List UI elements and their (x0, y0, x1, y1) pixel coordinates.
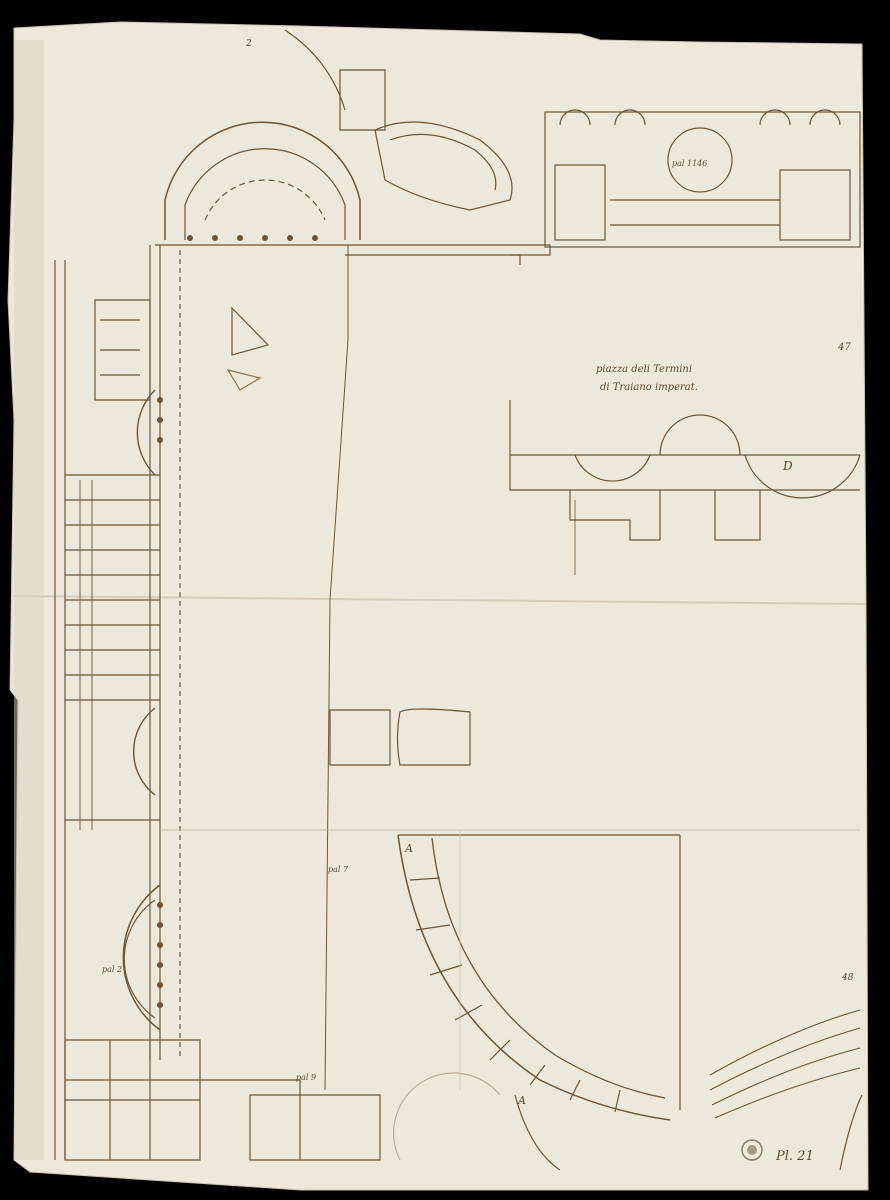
page-number: 47 (837, 342, 851, 353)
marker-a-bottom: A (517, 1094, 526, 1107)
dimension-left: pal 2 (102, 965, 122, 974)
marker-d: D (782, 459, 793, 473)
shelf-mark: Pl. 21 (775, 1149, 814, 1164)
ink-drawing (54, 29, 863, 1171)
folio-number: 2 (245, 39, 252, 49)
dimension-center: pal 7 (328, 865, 349, 874)
main-label-line1: piazza deli Termini (596, 364, 692, 375)
fold-line (13, 595, 867, 605)
dimension-top: pal 1146 (672, 159, 707, 168)
side-number: 48 (841, 973, 854, 983)
library-stamp (741, 1139, 763, 1161)
dimension-bottom: pal 9 (296, 1073, 316, 1082)
edge-stain (14, 40, 44, 1160)
main-label-line2: di Traiano imperat. (600, 382, 698, 393)
paper-sheet (7, 21, 869, 1191)
marker-a-top: A (404, 842, 413, 855)
